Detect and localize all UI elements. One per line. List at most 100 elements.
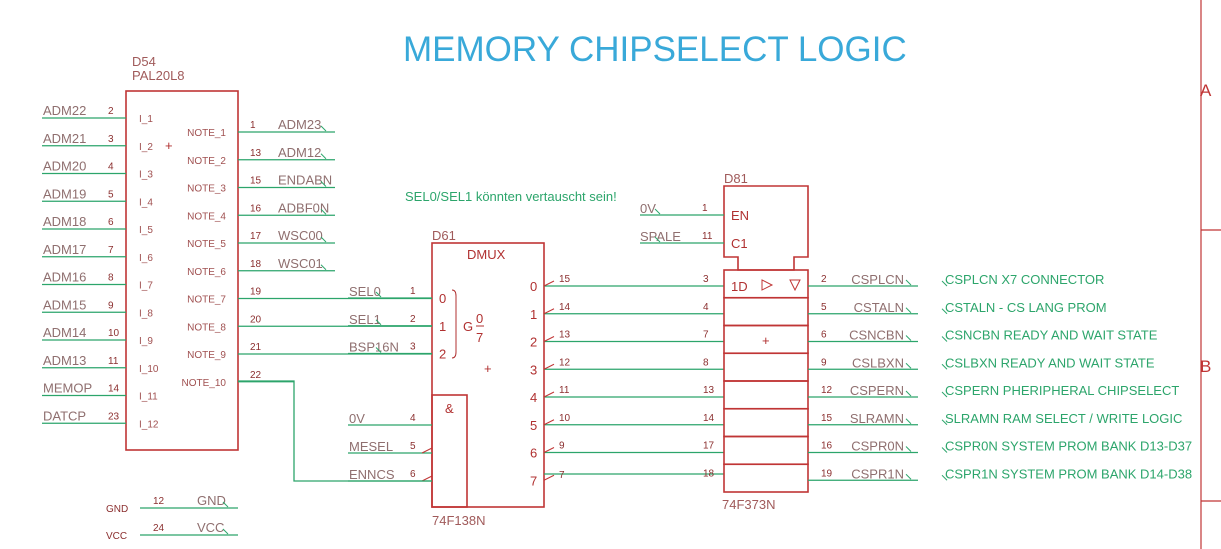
d54-input-pin-number: 8 xyxy=(108,273,114,284)
d54-input-pin-number: 7 xyxy=(108,245,114,256)
d54-input-net: ADM16 xyxy=(43,270,86,285)
d81-output-net: CSTALN xyxy=(854,300,904,315)
d61-output-pin-number: 7 xyxy=(559,470,565,481)
d61-select-index: 1 xyxy=(439,319,446,334)
d54-output-pin-label: NOTE_3 xyxy=(187,184,226,195)
clock-triangle-icon xyxy=(761,279,774,291)
d61-output-pin-number: 12 xyxy=(559,357,571,368)
d61-output-inversion xyxy=(543,280,555,287)
d61-output-inversion xyxy=(543,308,555,315)
d81-latch-cell xyxy=(723,463,809,493)
d81-output-description: CSPLCN X7 CONNECTOR xyxy=(945,272,1104,287)
page-title: MEMORY CHIPSELECT LOGIC xyxy=(403,30,907,69)
d81-control-net-flag xyxy=(654,236,661,243)
d61-output-pin-number: 10 xyxy=(559,413,571,424)
d81-output-net-flag xyxy=(905,335,912,341)
d81-description-flag xyxy=(941,363,948,370)
d61-output-inversion xyxy=(543,391,555,398)
d54-output-net-flag xyxy=(320,153,327,160)
d54-output-net-flag xyxy=(320,208,327,215)
d81-type: 74F373N xyxy=(722,497,775,512)
d61-select-net-flag xyxy=(375,347,382,353)
d61-select-net: BSP16N xyxy=(349,340,399,355)
d61-select-pin-number: 1 xyxy=(410,286,416,297)
d54-input-pin-label: I_5 xyxy=(139,225,153,236)
d61-output-index: 0 xyxy=(530,279,537,294)
d54-input-net: ADM17 xyxy=(43,242,86,257)
d61-enable-inversion xyxy=(421,475,433,482)
d61-body xyxy=(431,242,545,508)
d61-output-pin-number: 13 xyxy=(559,330,571,341)
d54-input-pin-number: 4 xyxy=(108,162,114,173)
d54-input-pin-label: I_3 xyxy=(139,170,153,181)
d81-control-pin-number: 1 xyxy=(702,203,708,214)
d54-output-net-flag xyxy=(320,125,327,132)
d81-control-net: 0V xyxy=(640,201,656,216)
d54-output-pin-number: 22 xyxy=(250,370,262,381)
d81-output-pin-number: 19 xyxy=(821,468,833,479)
d54-power-pin-label: VCC xyxy=(106,531,127,542)
d61-select-net-flag xyxy=(375,291,382,298)
d54-input-net: ADM21 xyxy=(43,131,86,146)
d54-output-net: ADM23 xyxy=(278,117,321,132)
d61-output-index: 4 xyxy=(530,390,537,405)
d81-origin-mark: + xyxy=(762,333,770,348)
d54-origin-mark: + xyxy=(165,138,173,153)
d54-output-pin-label: NOTE_1 xyxy=(187,128,226,139)
d81-output-net: CSPERN xyxy=(850,383,904,398)
d81-name: D81 xyxy=(724,171,748,186)
d54-input-pin-number: 6 xyxy=(108,217,114,228)
d81-latch-cell xyxy=(723,380,809,410)
d54-input-pin-label: I_4 xyxy=(139,197,153,208)
d54-input-pin-label: I_1 xyxy=(139,114,153,125)
d61-select-pin-number: 3 xyxy=(410,342,416,353)
d54-input-pin-label: I_11 xyxy=(139,392,158,403)
d61-output-inversion xyxy=(543,363,555,370)
interconnect-wires xyxy=(238,297,432,482)
d61-output-pin-number: 9 xyxy=(559,441,565,452)
d61-select-net-flag xyxy=(375,319,382,326)
d61-enable-net: ENNCS xyxy=(349,467,395,482)
d54-input-net: ADM18 xyxy=(43,214,86,229)
d81-output-net-flag xyxy=(905,473,912,480)
d61-g-bot: 7 xyxy=(476,330,483,345)
d54-output-net: WSC01 xyxy=(278,256,323,271)
d54-input-net: ADM19 xyxy=(43,186,86,201)
d54-output-pin-number: 15 xyxy=(250,176,262,187)
d54-output-pin-label: NOTE_2 xyxy=(187,156,226,167)
d61-select-net: SEL0 xyxy=(349,284,381,299)
d81-output-description: CSPERN PHERIPHERAL CHIPSELECT xyxy=(945,383,1179,398)
d54-output-net: WSC00 xyxy=(278,228,323,243)
d54-output-pin-label: NOTE_8 xyxy=(187,322,226,333)
d54-input-pin-number: 11 xyxy=(108,356,119,367)
d54-output-net: ENDABN xyxy=(278,173,332,188)
d81-output-net-flag xyxy=(905,362,912,369)
d54-input-net: ADM13 xyxy=(43,353,86,368)
d61-select-net: SEL1 xyxy=(349,312,381,327)
d54-output-pin-number: 21 xyxy=(250,342,262,353)
d81-description-flag xyxy=(941,419,948,426)
d81-control-net: SPALE xyxy=(640,229,681,244)
d81-input-pin-number: 7 xyxy=(703,330,709,341)
d54-output-pin-number: 1 xyxy=(250,120,256,131)
d81-input-pin-number: 3 xyxy=(703,274,709,285)
d81-output-description: CSLBXN READY AND WAIT STATE xyxy=(945,355,1155,370)
d54-output-net: ADM12 xyxy=(278,145,321,160)
d61-output-inversion xyxy=(543,419,555,426)
d81-output-net-flag xyxy=(905,390,912,397)
d81-output-pin-number: 16 xyxy=(821,441,833,452)
ennc-wire xyxy=(238,380,432,482)
d81-control-label: C1 xyxy=(731,236,748,251)
d81-description-flag xyxy=(941,447,948,453)
d81-first-cell-label: 1D xyxy=(731,279,748,294)
d81-output-pin-number: 12 xyxy=(821,385,833,396)
frame-row-b: B xyxy=(1200,357,1211,376)
d81-output-pin-number: 15 xyxy=(821,413,833,424)
